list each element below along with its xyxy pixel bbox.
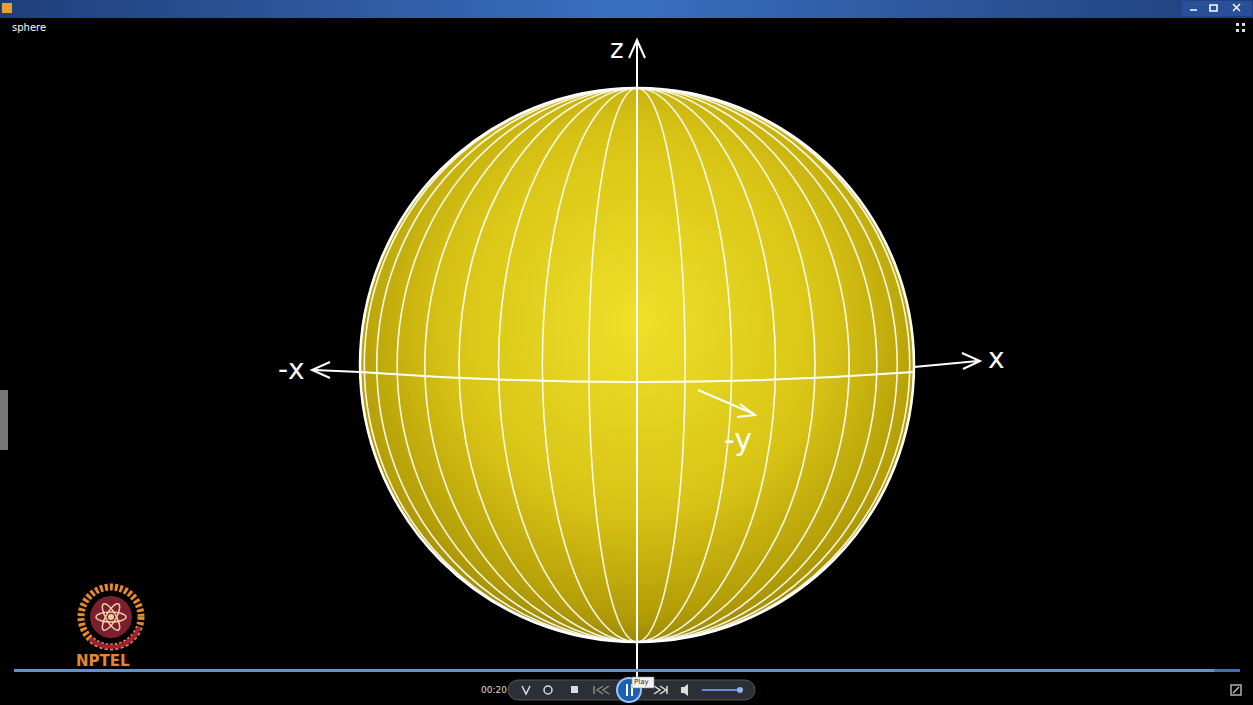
meridian-line xyxy=(364,88,637,642)
progress-bar xyxy=(14,669,1240,672)
meridian-line xyxy=(637,88,685,642)
window-title: sphere xyxy=(12,23,46,33)
title-bar xyxy=(0,0,1253,18)
axes xyxy=(312,40,980,690)
meridian-line xyxy=(542,88,637,642)
axis-label: z xyxy=(610,36,624,62)
tooltip-box xyxy=(632,677,654,688)
meridian-line xyxy=(637,88,914,642)
progress-fill xyxy=(14,669,1214,672)
time-readout: 00:20 xyxy=(481,686,507,695)
meridian-line xyxy=(589,88,637,642)
meridian-line xyxy=(637,88,775,642)
meridian-line xyxy=(377,88,637,642)
fullscreen-icon xyxy=(1236,23,1245,32)
tooltip-text: Play xyxy=(634,679,649,686)
axis-label: x xyxy=(988,345,1005,373)
meridian-line xyxy=(637,88,910,642)
axis-label: -x xyxy=(278,356,305,384)
meridian-line xyxy=(397,88,637,642)
logo-text: NPTEL xyxy=(76,654,130,669)
pause-bar xyxy=(626,684,628,696)
meridian-line xyxy=(637,88,877,642)
meridian-line xyxy=(499,88,637,642)
axis-label: -y xyxy=(724,425,752,455)
meridian-line xyxy=(360,88,637,642)
side-tab xyxy=(0,390,8,450)
meridian-line xyxy=(637,88,849,642)
meridian-line xyxy=(425,88,637,642)
app-icon xyxy=(2,3,12,13)
meridian-line xyxy=(637,88,897,642)
window-buttons xyxy=(1182,1,1252,16)
meridian-line xyxy=(637,88,732,642)
corner-icon xyxy=(1231,685,1241,695)
nptel-logo xyxy=(73,579,150,656)
